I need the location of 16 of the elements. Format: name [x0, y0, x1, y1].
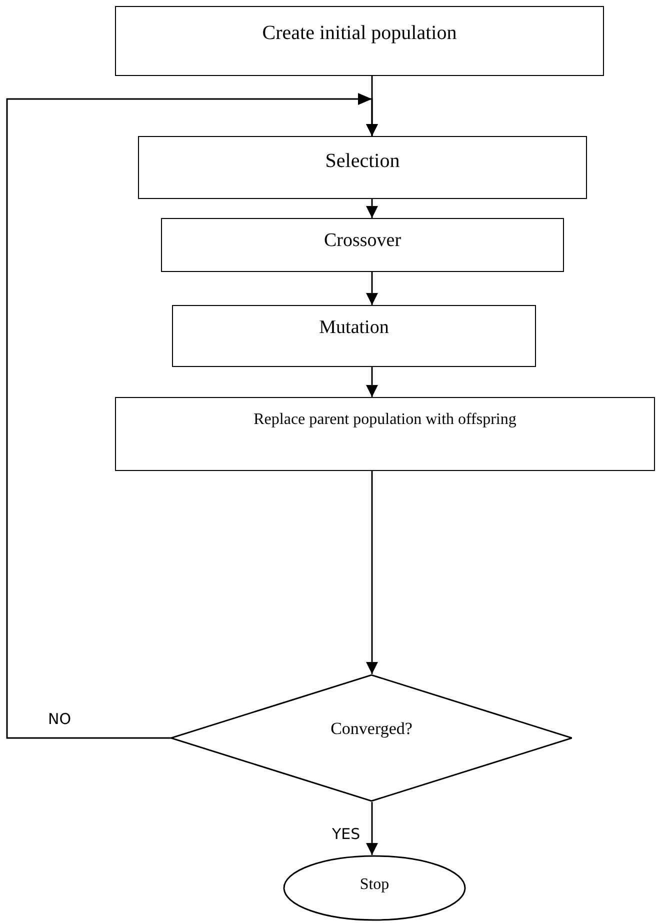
process-box	[138, 136, 587, 199]
process-box	[115, 397, 655, 471]
node-label: Replace parent population with offspring	[254, 410, 516, 430]
node-label: Selection	[325, 149, 400, 174]
edge-label: YES	[330, 826, 362, 842]
node-label: Mutation	[319, 316, 389, 340]
process-box	[115, 6, 604, 76]
node-label: Crossover	[324, 229, 402, 253]
terminal-ellipse	[283, 855, 466, 921]
decision-diamond	[171, 674, 572, 802]
node-label: Create initial population	[262, 21, 457, 46]
process-box	[161, 218, 564, 272]
edge-label: NO	[46, 712, 74, 727]
node-label: Stop	[360, 875, 390, 895]
node-label: Converged?	[330, 718, 412, 740]
process-box	[172, 305, 536, 367]
